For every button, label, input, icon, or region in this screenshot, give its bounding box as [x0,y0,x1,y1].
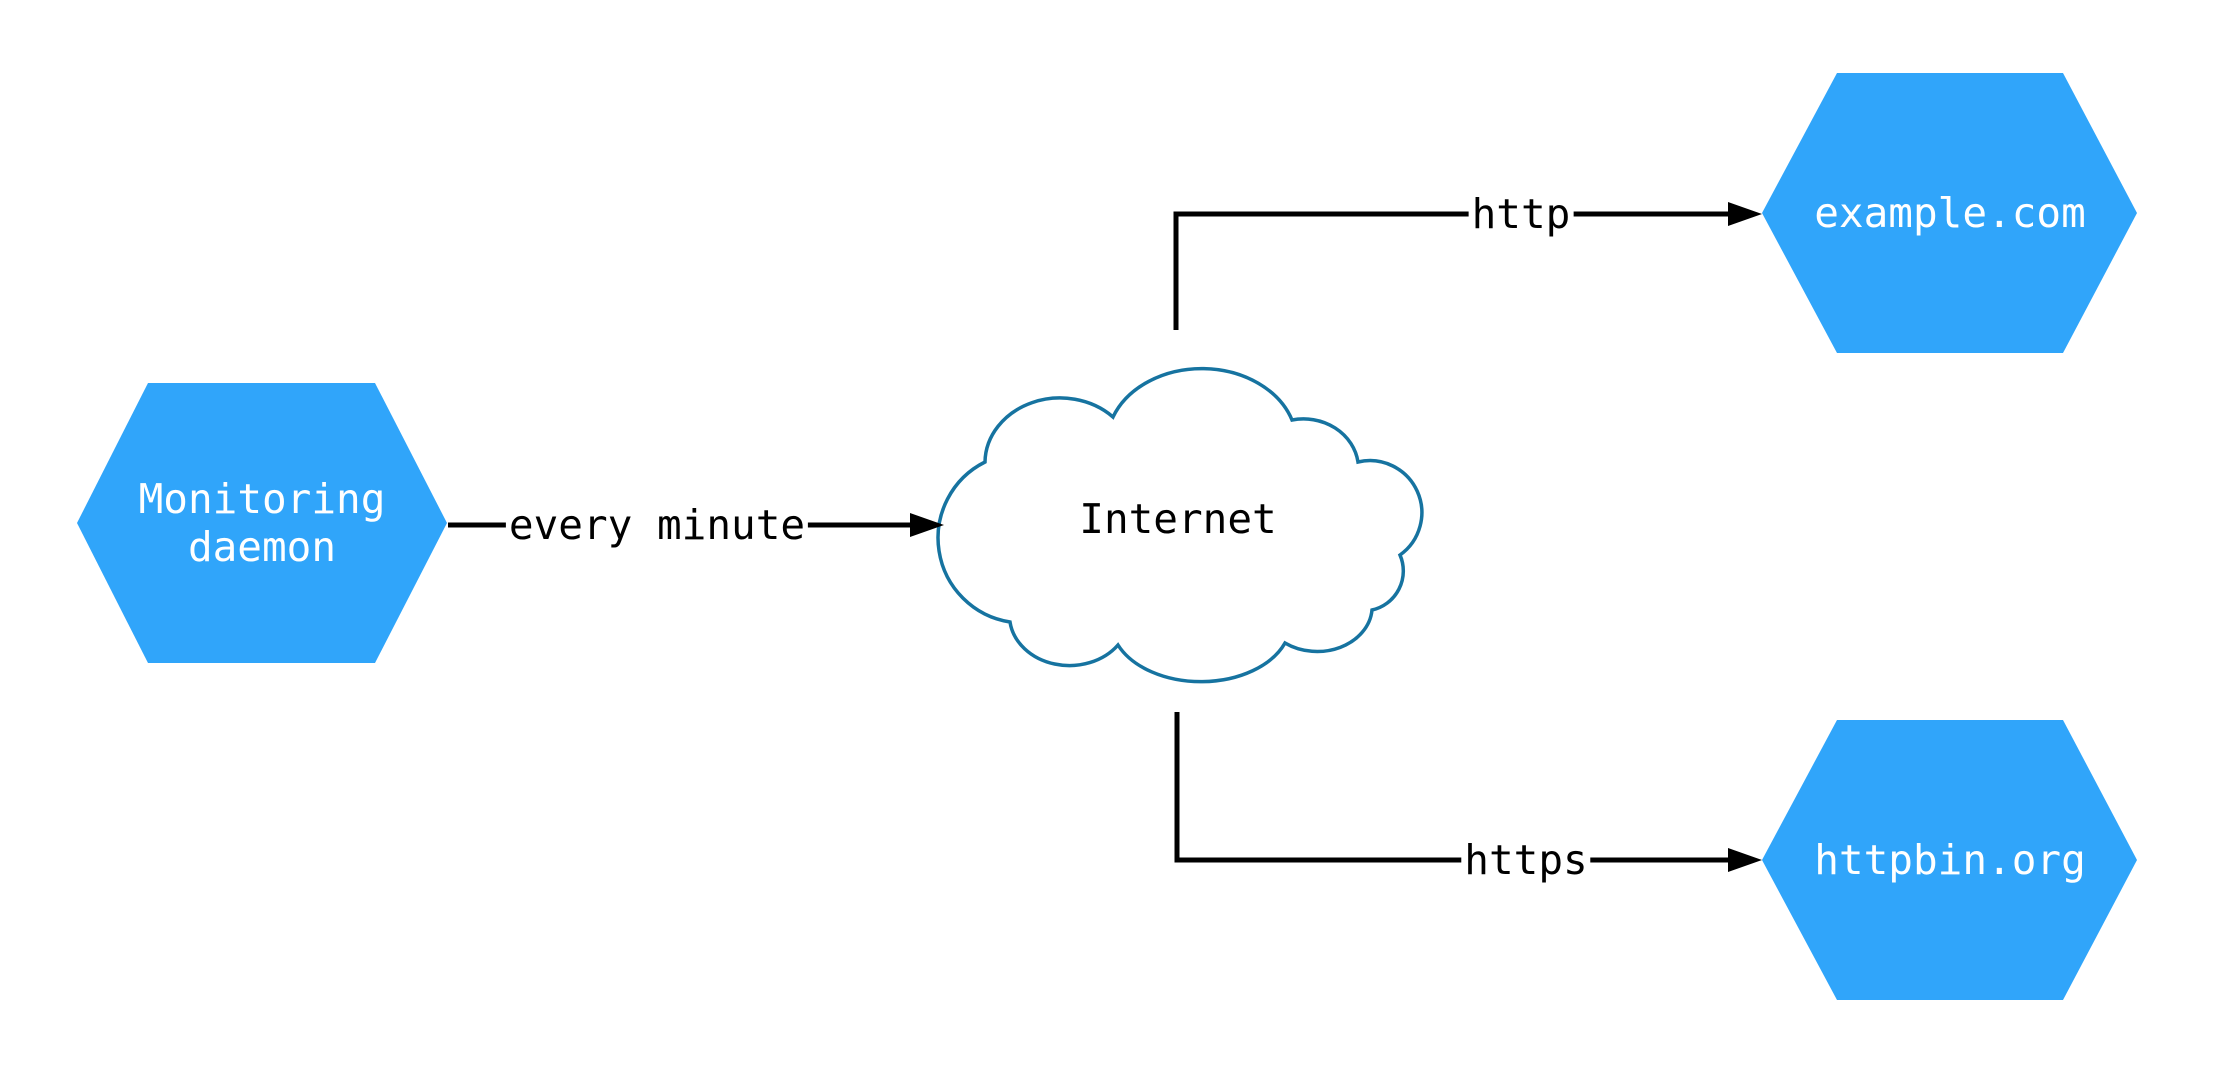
httpbin-org-node [1762,720,2137,1000]
edge-http [1173,211,1728,330]
example-com-label: example.com [1814,189,2086,237]
https-edge-label: https [1461,836,1591,884]
httpbin-org-label: httpbin.org [1814,836,2086,884]
internet-cloud-icon [936,366,1424,684]
edge-https [1174,712,1728,863]
monitoring-daemon-label: Monitoring daemon [138,475,386,571]
arrowhead-http-icon [1728,202,1762,226]
arrowhead-every-minute-icon [910,513,944,537]
internet-label: Internet [1079,495,1277,543]
http-edge-label: http [1468,190,1574,238]
monitoring-daemon-node [77,383,447,663]
example-com-node [1762,73,2137,353]
every-minute-edge-label: every minute [505,501,809,549]
arrowhead-https-icon [1728,848,1762,872]
